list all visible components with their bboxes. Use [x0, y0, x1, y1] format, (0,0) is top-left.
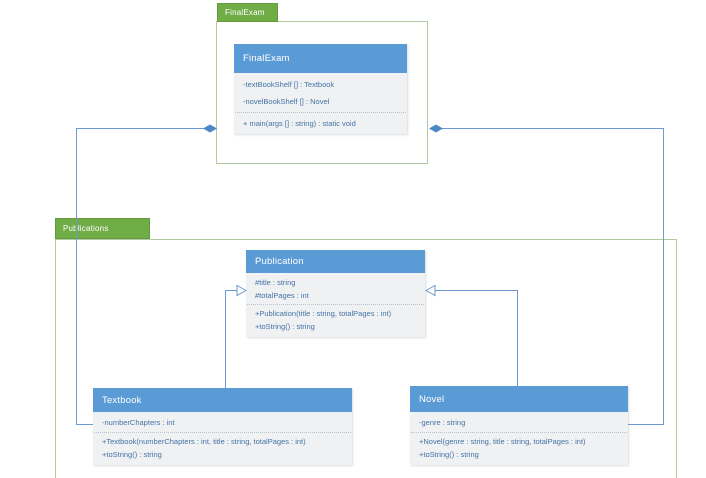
package-finalexam-boundary[interactable] [216, 21, 428, 164]
member-method[interactable]: +Publication(title : string, totalPages … [255, 309, 392, 318]
member-method[interactable]: + main(args [] : string) : static void [243, 119, 356, 128]
composition-diamond-icon [429, 124, 443, 133]
package-publications-tab[interactable]: Publications [55, 218, 150, 239]
class-novel[interactable]: Novel -genre : string +Novel(genre : str… [410, 386, 628, 465]
package-finalexam-label: FinalExam [225, 8, 265, 17]
class-publication-title[interactable]: Publication [246, 250, 425, 273]
composition-connector-finalexam-novel[interactable] [429, 124, 664, 425]
class-textbook-title[interactable]: Textbook [93, 388, 352, 412]
member-field[interactable]: #totalPages : int [255, 291, 309, 300]
inheritance-connector-textbook-publication[interactable] [225, 284, 248, 389]
class-textbook[interactable]: Textbook -numberChapters : int +Textbook… [93, 388, 352, 465]
class-finalexam[interactable]: FinalExam -textBookShelf [] : Textbook -… [234, 44, 407, 134]
package-finalexam-tab[interactable]: FinalExam [217, 3, 278, 22]
class-novel-members: -genre : string +Novel(genre : string, t… [410, 412, 628, 465]
member-field[interactable]: -numberChapters : int [102, 418, 175, 427]
composition-connector-finalexam-textbook[interactable] [76, 124, 218, 425]
class-publication[interactable]: Publication #title : string #totalPages … [246, 250, 425, 337]
compartment-separator [235, 112, 406, 113]
package-publications-boundary[interactable] [55, 239, 677, 478]
class-publication-members: #title : string #totalPages : int +Publi… [246, 273, 425, 337]
compartment-separator [411, 432, 627, 433]
inheritance-triangle-icon [424, 284, 436, 297]
compartment-separator [247, 304, 424, 305]
member-method[interactable]: +toString() : string [255, 322, 315, 331]
class-finalexam-members: -textBookShelf [] : Textbook -novelBookS… [234, 73, 407, 134]
member-method[interactable]: +toString() : string [102, 450, 162, 459]
compartment-separator [94, 432, 351, 433]
member-method[interactable]: +toString() : string [419, 450, 479, 459]
member-field[interactable]: -novelBookShelf [] : Novel [243, 97, 330, 106]
composition-diamond-icon [203, 124, 217, 133]
member-field[interactable]: -genre : string [419, 418, 466, 427]
class-novel-title[interactable]: Novel [410, 386, 628, 412]
inheritance-triangle-icon [236, 284, 248, 297]
member-field[interactable]: #title : string [255, 278, 296, 287]
class-finalexam-title[interactable]: FinalExam [234, 44, 407, 73]
inheritance-connector-novel-publication[interactable] [424, 284, 518, 387]
member-method[interactable]: +Textbook(numberChapters : int, title : … [102, 437, 306, 446]
class-textbook-members: -numberChapters : int +Textbook(numberCh… [93, 412, 352, 465]
package-publications-label: Publications [63, 224, 109, 233]
member-field[interactable]: -textBookShelf [] : Textbook [243, 80, 335, 89]
member-method[interactable]: +Novel(genre : string, title : string, t… [419, 437, 586, 446]
